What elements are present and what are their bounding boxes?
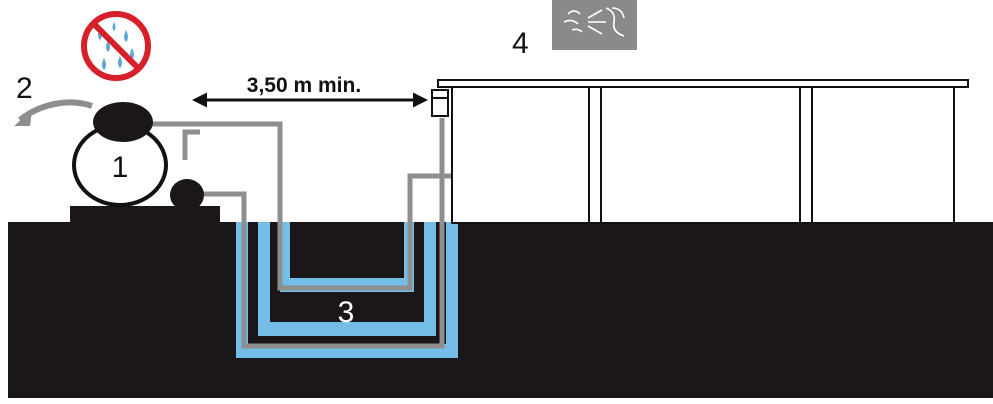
ground bbox=[8, 222, 993, 398]
suction-pipe bbox=[182, 129, 200, 160]
filter-label: 1 bbox=[112, 151, 129, 184]
filter-base bbox=[70, 206, 220, 226]
pool-rim bbox=[437, 79, 969, 88]
discharge-arrow: 2 bbox=[14, 72, 93, 126]
pool-post bbox=[799, 86, 813, 224]
pipes bbox=[150, 118, 452, 349]
pool bbox=[431, 79, 969, 224]
no-rain-icon bbox=[81, 11, 151, 81]
pool-wall bbox=[451, 86, 955, 224]
filter-valve bbox=[93, 102, 153, 142]
pump bbox=[170, 179, 204, 211]
trench bbox=[236, 222, 458, 358]
return-pipe bbox=[150, 121, 452, 291]
distance-indicator: 3,50 m min. bbox=[192, 74, 428, 108]
distance-label: 3,50 m min. bbox=[247, 74, 361, 97]
trench-label: 3 bbox=[338, 296, 355, 329]
skimmer bbox=[431, 89, 449, 117]
pool-post bbox=[588, 86, 602, 224]
skimmer-pipe bbox=[200, 118, 445, 349]
outlet-label: 2 bbox=[16, 72, 33, 105]
skimmer-label: 4 bbox=[512, 27, 529, 60]
filter-unit: 1 bbox=[70, 102, 220, 226]
water-jet-icon bbox=[552, 0, 637, 50]
